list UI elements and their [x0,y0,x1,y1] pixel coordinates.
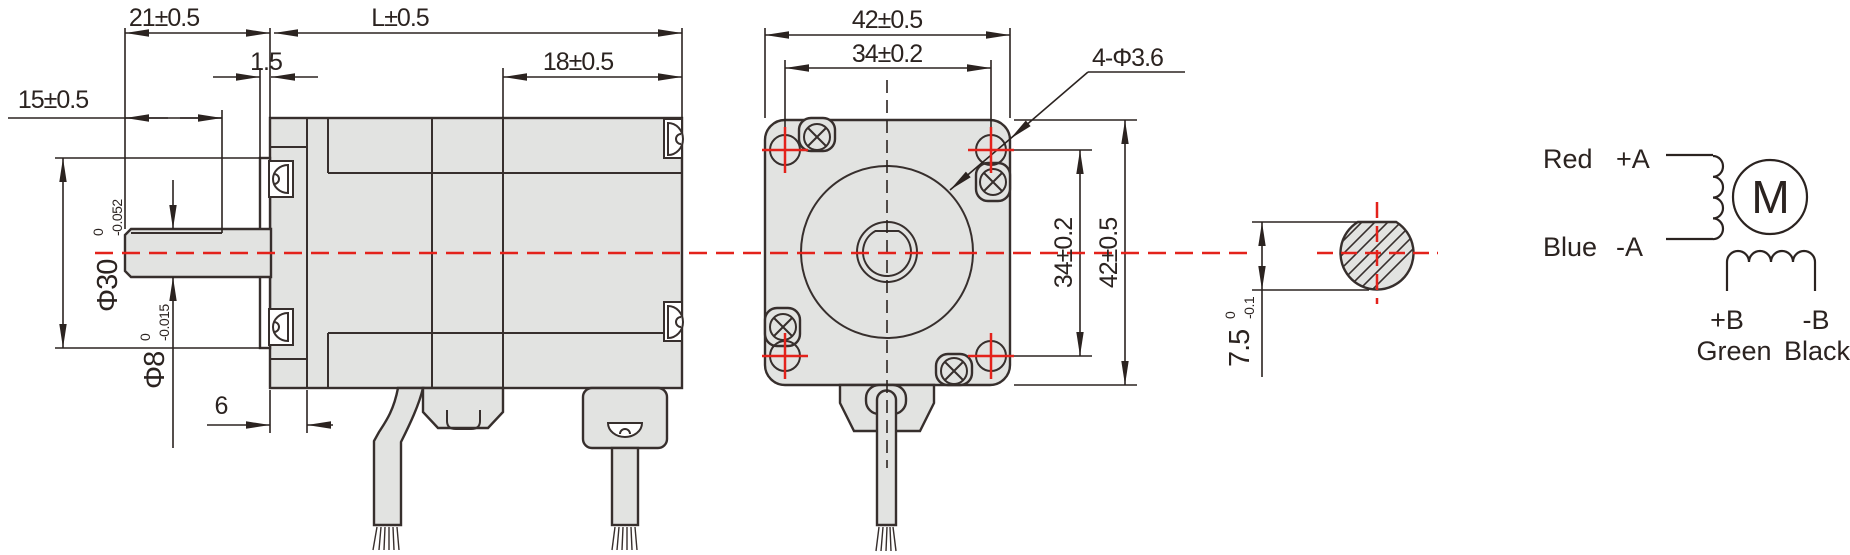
shaft-d-profile [862,230,912,278]
hole-crosshair-tr [968,127,1014,173]
dim-boss-height-label: 1.5 [250,48,282,76]
dim-flat-length-label: 15±0.5 [18,86,88,114]
svg-text:-0.015: -0.015 [156,304,172,341]
lead-b-neg-color-label: Black [1784,336,1850,366]
side-view-shaft [123,227,273,279]
phase-a-coil [1712,154,1725,241]
dim-shaft-dia-label: Φ8 0 -0.015 [137,304,172,389]
cover-screw-br [940,357,968,385]
wire-strands-mid [611,526,638,551]
dim-body-length-label: L±0.5 [371,4,428,32]
lead-b-neg-label: -B [1803,305,1830,335]
svg-text:7.5: 7.5 [1224,330,1256,367]
svg-text:0: 0 [90,228,106,236]
lead-b-pos-label: +B [1710,305,1744,335]
dim-boss-dia-label: Φ30 0 -0.052 [90,199,125,312]
phase-b-coil [1725,249,1817,263]
dim-hole-spacing-h-label: 34±0.2 [852,40,922,68]
side-view-cable-block [581,386,669,450]
dim-shaft-total-label: 21±0.5 [129,4,199,32]
hole-crosshair-br [968,333,1014,379]
wiring-diagram [1666,153,1817,291]
svg-text:0: 0 [137,333,153,341]
wire-strands-front [875,526,897,552]
svg-text:Φ8: Φ8 [139,352,171,389]
svg-text:0: 0 [1222,311,1238,319]
dim-front-height-label: 42±0.5 [1095,218,1123,288]
dim-shaft-flat-label: 7.5 0 -0.1 [1222,296,1257,367]
dim-front-width-label: 42±0.5 [852,6,922,34]
wire-strands-left [372,526,400,551]
motor-symbol-label: M [1751,171,1788,223]
lead-b-pos-color-label: Green [1696,336,1771,366]
lead-a-pos-label: +A [1616,144,1650,174]
dimension-lines [8,28,1369,468]
dim-rear-section-label: 18±0.5 [543,48,613,76]
side-view-connector [421,386,505,430]
dim-holes-note-label: 4-Φ3.6 [1092,44,1163,72]
cover-screw-tl [803,123,831,151]
side-view-cable-right [610,446,640,527]
motor-body-shapes [123,116,1415,527]
cover-screw-bl [769,313,797,341]
dimension-labels: 21±0.5 L±0.5 1.5 18±0.5 15±0.5 6 Φ30 0 -… [18,4,1257,420]
dim-hole-spacing-v-label: 34±0.2 [1050,218,1078,288]
cover-screw-tr [979,168,1007,196]
svg-text:-0.052: -0.052 [109,199,125,236]
lead-a-pos-color-label: Red [1543,144,1593,174]
red-centerlines [95,127,1438,379]
dim-flange-thickness-label: 6 [215,392,228,420]
hole-crosshair-bl [762,333,808,379]
lead-a-neg-color-label: Blue [1543,232,1597,262]
wiring-labels: Red +A Blue -A M +B -B Green Black [1543,144,1850,366]
side-view-cable-left [372,386,425,527]
lead-a-neg-label: -A [1616,232,1643,262]
svg-text:Φ30: Φ30 [92,260,124,312]
hole-crosshair-tl [762,127,808,173]
motor-symbol-circle [1731,158,1809,236]
svg-text:-0.1: -0.1 [1241,296,1257,319]
